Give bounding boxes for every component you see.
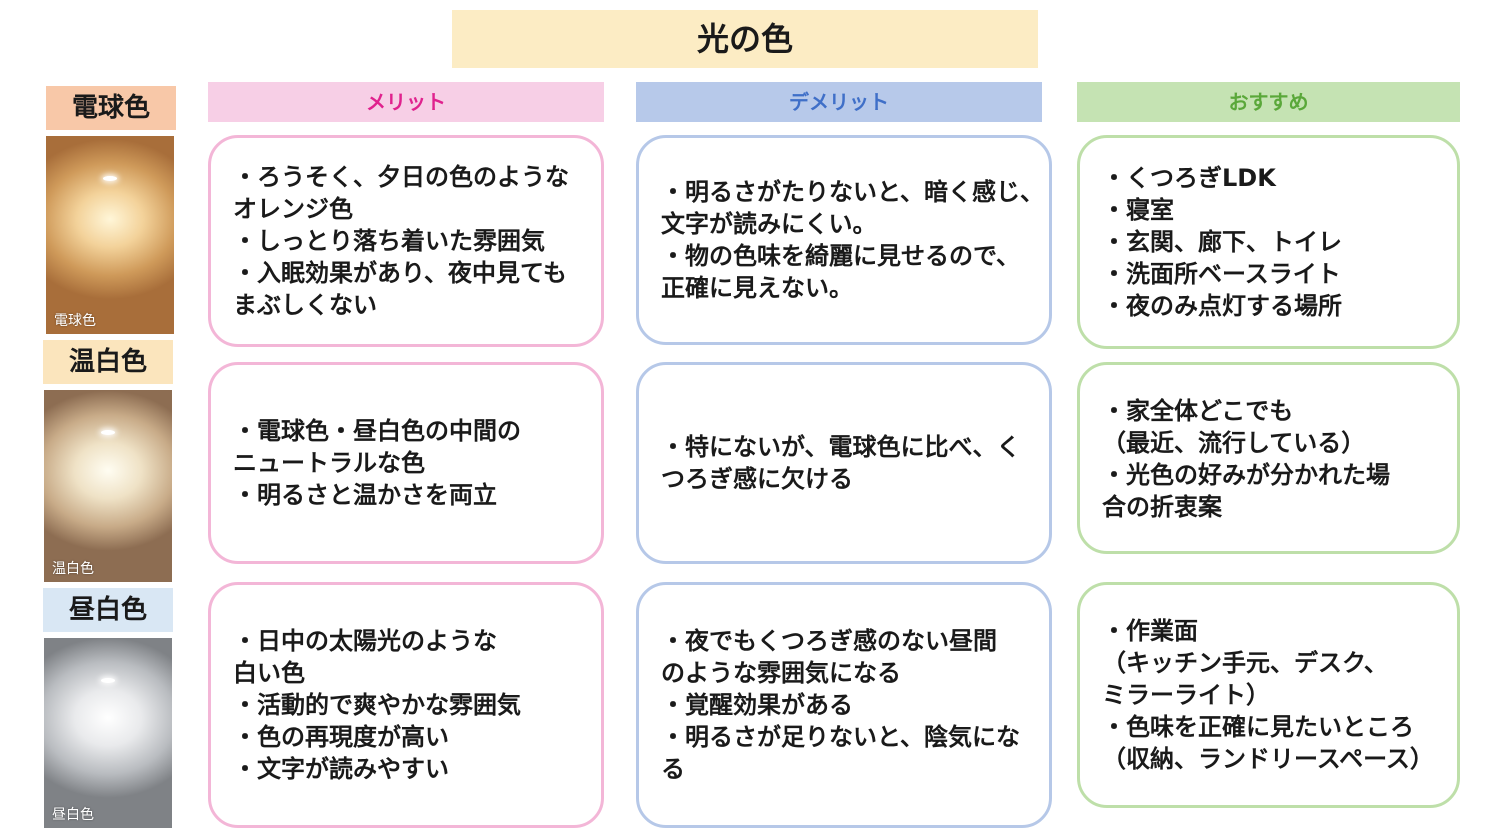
text-line: 白い色 (233, 659, 305, 687)
text-line: ・くつろぎLDK (1102, 164, 1276, 192)
page-title: 光の色 (452, 10, 1038, 68)
merit-card-chuhaku: ・日中の太陽光のような 白い色 ・活動的で爽やかな雰囲気 ・色の再現度が高い ・… (208, 582, 604, 828)
row-label-chuhaku: 昼白色 (43, 588, 173, 632)
text-line: ・玄関、廊下、トイレ (1102, 228, 1342, 256)
text-line: ・物の色味を綺麗に見せるので、 (661, 242, 1021, 270)
light-photo-denkyu: 電球色 (46, 136, 174, 334)
text-line: ・寝室 (1102, 196, 1174, 224)
text-line: ・電球色・昼白色の中間の (233, 417, 521, 445)
text-line: ・覚醒効果がある (661, 691, 853, 719)
recommend-card-chuhaku: ・作業面 （キッチン手元、デスク、 ミラーライト） ・色味を正確に見たいところ … (1077, 582, 1460, 808)
text-line: ・特にないが、電球色に比べ、く (661, 433, 1021, 461)
demerit-card-chuhaku: ・夜でもくつろぎ感のない昼間 のような雰囲気になる ・覚醒効果がある ・明るさが… (636, 582, 1052, 828)
demerit-card-denkyu: ・明るさがたりないと、暗く感じ、 文字が読みにくい。 ・物の色味を綺麗に見せるの… (636, 135, 1052, 345)
text-line: （収納、ランドリースペース） (1102, 745, 1434, 773)
text-line: （キッチン手元、デスク、 (1102, 649, 1388, 677)
recommend-card-denkyu: ・くつろぎLDK ・寝室 ・玄関、廊下、トイレ ・洗面所ベースライト ・夜のみ点… (1077, 135, 1460, 349)
merit-card-denkyu: ・ろうそく、夕日の色のような オレンジ色 ・しっとり落ち着いた雰囲気 ・入眠効果… (208, 135, 604, 347)
text-line: る (661, 755, 685, 783)
text-line: ・作業面 (1102, 617, 1198, 645)
text-line: ・家全体どこでも (1102, 397, 1294, 425)
text-line: ・色の再現度が高い (233, 723, 449, 751)
text-line: ニュートラルな色 (233, 449, 425, 477)
text-line: ・明るさが足りないと、陰気にな (661, 723, 1021, 751)
light-photo-onpaku: 温白色 (44, 390, 172, 582)
text-line: （最近、流行している） (1102, 429, 1366, 457)
demerit-card-onpaku: ・特にないが、電球色に比べ、く つろぎ感に欠ける (636, 362, 1052, 564)
text-line: ・夜のみ点灯する場所 (1102, 292, 1342, 320)
row-label-onpaku: 温白色 (43, 340, 173, 384)
photo-caption: 電球色 (54, 313, 96, 329)
text-line: ミラーライト） (1102, 681, 1270, 709)
text-line: ・文字が読みやすい (233, 755, 449, 783)
text-line: ・洗面所ベースライト (1102, 260, 1341, 288)
light-photo-chuhaku: 昼白色 (44, 638, 172, 828)
downlight-icon (101, 430, 115, 435)
text-line: まぶしくない (233, 291, 377, 319)
text-line: ・光色の好みが分かれた場 (1102, 461, 1390, 489)
text-line: ・しっとり落ち着いた雰囲気 (233, 227, 545, 255)
downlight-icon (101, 678, 115, 683)
photo-caption: 温白色 (52, 561, 94, 577)
text-line: ・明るさと温かさを両立 (233, 481, 497, 509)
merit-header: メリット (208, 82, 604, 122)
text-line: ・活動的で爽やかな雰囲気 (233, 691, 521, 719)
row-label-denkyu: 電球色 (46, 86, 176, 130)
text-line: ・入眠効果があり、夜中見ても (233, 259, 567, 287)
text-line: のような雰囲気になる (661, 659, 901, 687)
recommend-card-onpaku: ・家全体どこでも （最近、流行している） ・光色の好みが分かれた場 合の折衷案 (1077, 362, 1460, 554)
text-line: オレンジ色 (233, 195, 353, 223)
text-line: ・日中の太陽光のような (233, 627, 497, 655)
text-line: ・夜でもくつろぎ感のない昼間 (661, 627, 997, 655)
demerit-header: デメリット (636, 82, 1042, 122)
text-line: ・明るさがたりないと、暗く感じ、 (661, 178, 1045, 206)
text-line: ・色味を正確に見たいところ (1102, 713, 1414, 741)
recommend-header: おすすめ (1077, 82, 1460, 122)
text-line: 正確に見えない。 (661, 274, 853, 302)
text-line: つろぎ感に欠ける (661, 465, 853, 493)
text-line: 文字が読みにくい。 (661, 210, 877, 238)
merit-card-onpaku: ・電球色・昼白色の中間の ニュートラルな色 ・明るさと温かさを両立 (208, 362, 604, 564)
downlight-icon (103, 176, 117, 181)
text-line: ・ろうそく、夕日の色のような (233, 163, 569, 191)
text-line: 合の折衷案 (1102, 493, 1222, 521)
photo-caption: 昼白色 (52, 807, 94, 823)
